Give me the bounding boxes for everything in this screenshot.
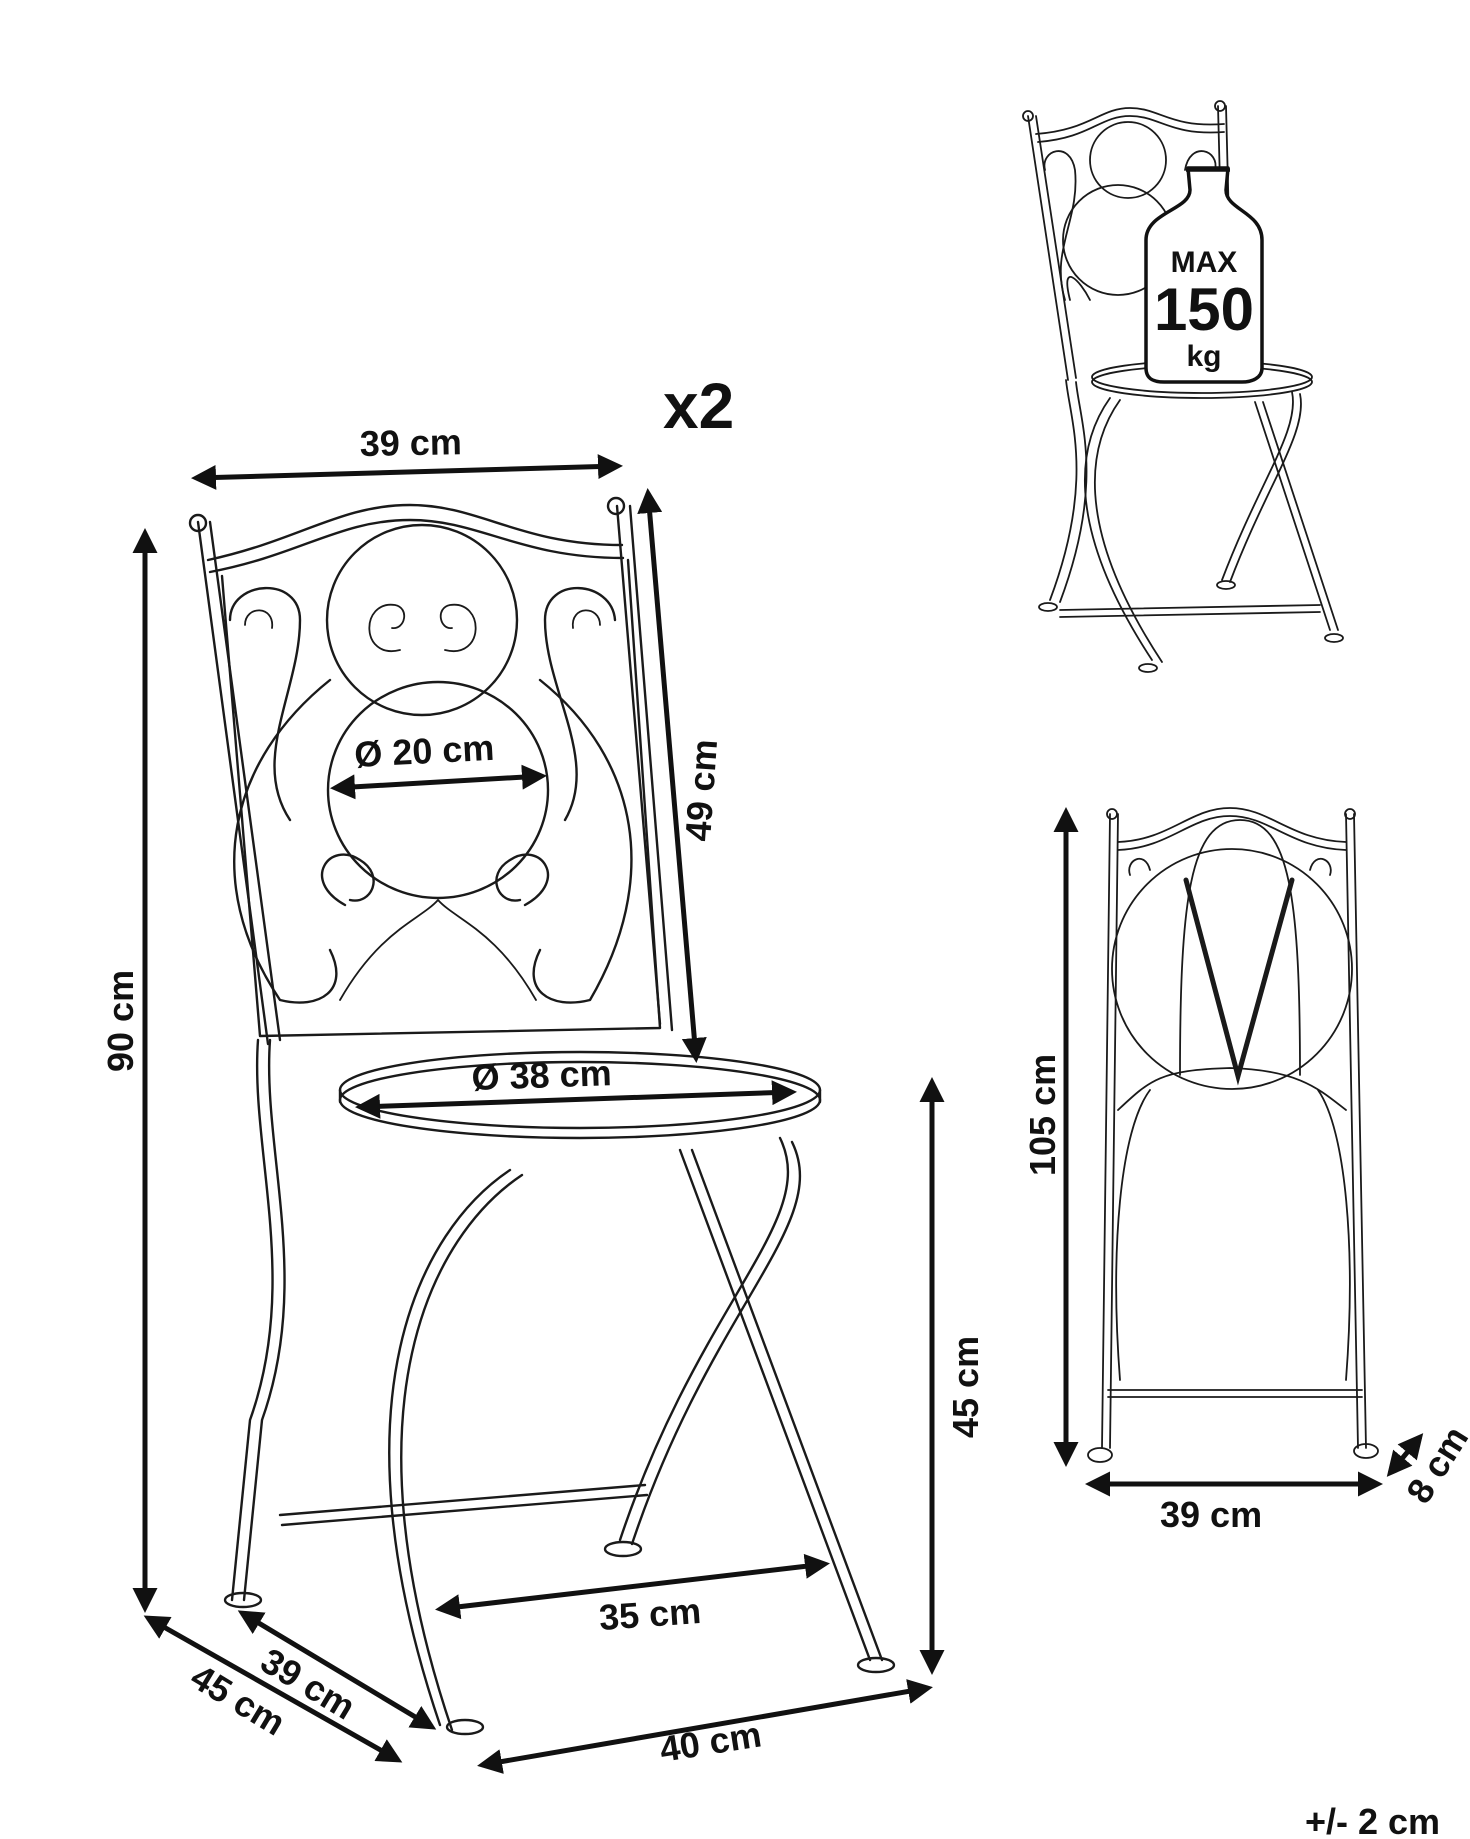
folded-width-label: 39 cm	[1160, 1494, 1262, 1535]
folded-height-label: 105 cm	[1022, 1054, 1063, 1176]
main-dimension-labels: x2 39 cm 49 cm Ø 20 cm Ø 38 cm 90 cm 45 …	[100, 370, 986, 1770]
back-height-label: 49 cm	[677, 738, 725, 843]
badge-max-label: MAX	[1171, 246, 1238, 279]
main-chair-illustration	[188, 496, 896, 1736]
folded-depth-label: 8 cm	[1398, 1419, 1470, 1510]
load-chair-illustration	[1022, 100, 1344, 673]
folded-dimension-labels: 105 cm 39 cm 8 cm	[1022, 1054, 1470, 1535]
seat-height-label: 45 cm	[945, 1336, 986, 1438]
main-dimension-lines	[132, 454, 945, 1774]
seat-diameter-label: Ø 38 cm	[471, 1052, 612, 1098]
tolerance-note: +/- 2 cm	[1305, 1801, 1440, 1839]
folded-chair-illustration	[1087, 807, 1379, 1463]
backrest-circle-label: Ø 20 cm	[353, 727, 495, 775]
total-height-label: 90 cm	[100, 970, 141, 1072]
front-leg-span-label: 35 cm	[598, 1590, 703, 1638]
badge-unit-label: kg	[1186, 340, 1221, 373]
badge-weight-value: 150	[1154, 276, 1254, 343]
quantity-label: x2	[663, 370, 734, 442]
folded-dimension-lines	[1053, 807, 1424, 1497]
load-capacity-badge: MAX 150 kg	[1144, 166, 1264, 384]
back-width-label: 39 cm	[359, 421, 462, 464]
base-width-label: 40 cm	[657, 1713, 764, 1769]
